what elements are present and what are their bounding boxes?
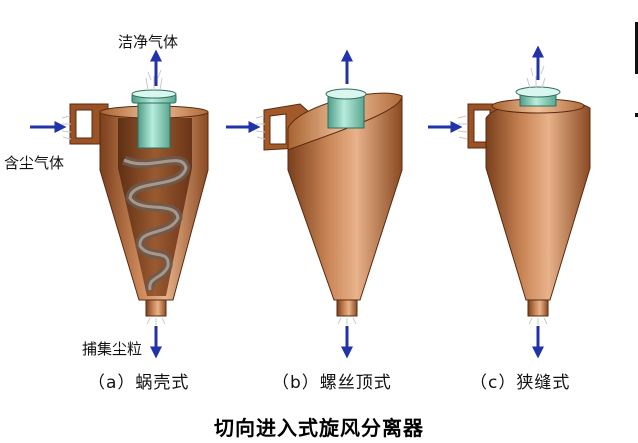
edge-dot [635,113,638,117]
outlet-pipe [137,95,171,149]
dust-outlet [527,299,549,317]
separator-scroll [30,49,209,359]
separator-slot [428,45,591,359]
outlet-pipe [327,93,365,129]
caption-helical-top: （b）螺丝顶式 [272,373,392,393]
label-dusty-gas: 含尘气体 [4,154,65,172]
separator-helical-top [226,49,403,359]
caption-scroll: （a）蜗壳式 [88,373,190,393]
body-shell [485,100,591,301]
caption-slot: （c）狭缝式 [470,373,571,393]
gas-wisps [255,115,357,325]
figure-title: 切向进入式旋风分离器 [214,416,424,440]
gas-wisps [61,69,166,325]
dust-outlet [336,299,358,317]
inlet-opening [75,109,93,139]
title-band [178,401,598,443]
edge-mark [635,22,638,74]
gas-wisps [457,65,548,325]
label-clean-gas: 洁净气体 [118,33,179,51]
dust-outlet [145,299,167,317]
label-dust-out: 捕集尘粒 [82,340,143,358]
